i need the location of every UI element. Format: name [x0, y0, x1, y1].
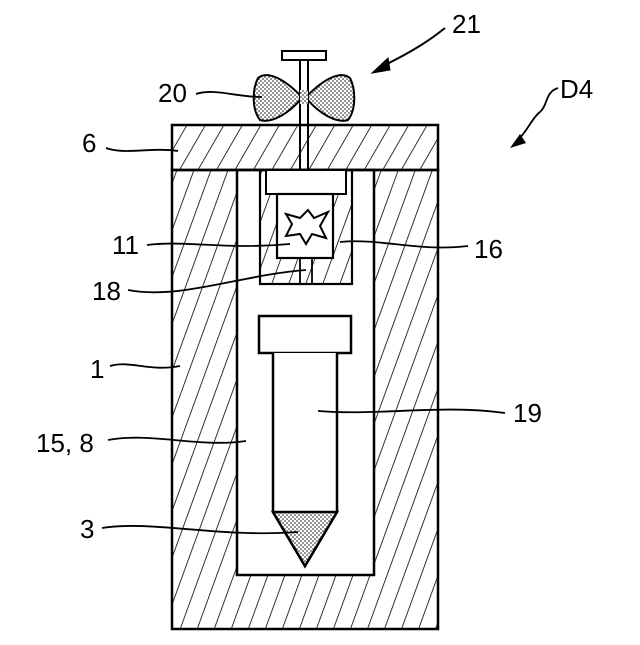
label-1: 1 — [90, 354, 104, 384]
tube-cap — [259, 316, 351, 353]
leader-d4 — [518, 88, 558, 140]
label-21: 21 — [452, 9, 481, 39]
label-19: 19 — [513, 398, 542, 428]
leader-1 — [110, 364, 180, 367]
leader-21 — [385, 28, 445, 65]
leader-6 — [106, 148, 178, 151]
arrowhead-d4 — [510, 134, 526, 148]
lid — [172, 125, 438, 170]
label-11: 11 — [112, 230, 139, 260]
holder-slot — [266, 170, 346, 194]
label-6: 6 — [82, 128, 96, 158]
label-16: 16 — [474, 234, 503, 264]
figure-label: D4 — [560, 74, 593, 104]
arrowhead-21 — [372, 58, 390, 73]
needle-handle — [282, 51, 326, 60]
leader-20 — [196, 92, 262, 97]
label-20: 20 — [158, 78, 187, 108]
label-18: 18 — [92, 276, 121, 306]
label-3: 3 — [80, 514, 94, 544]
label-15-8: 15, 8 — [36, 428, 94, 458]
valve-core — [300, 90, 308, 104]
